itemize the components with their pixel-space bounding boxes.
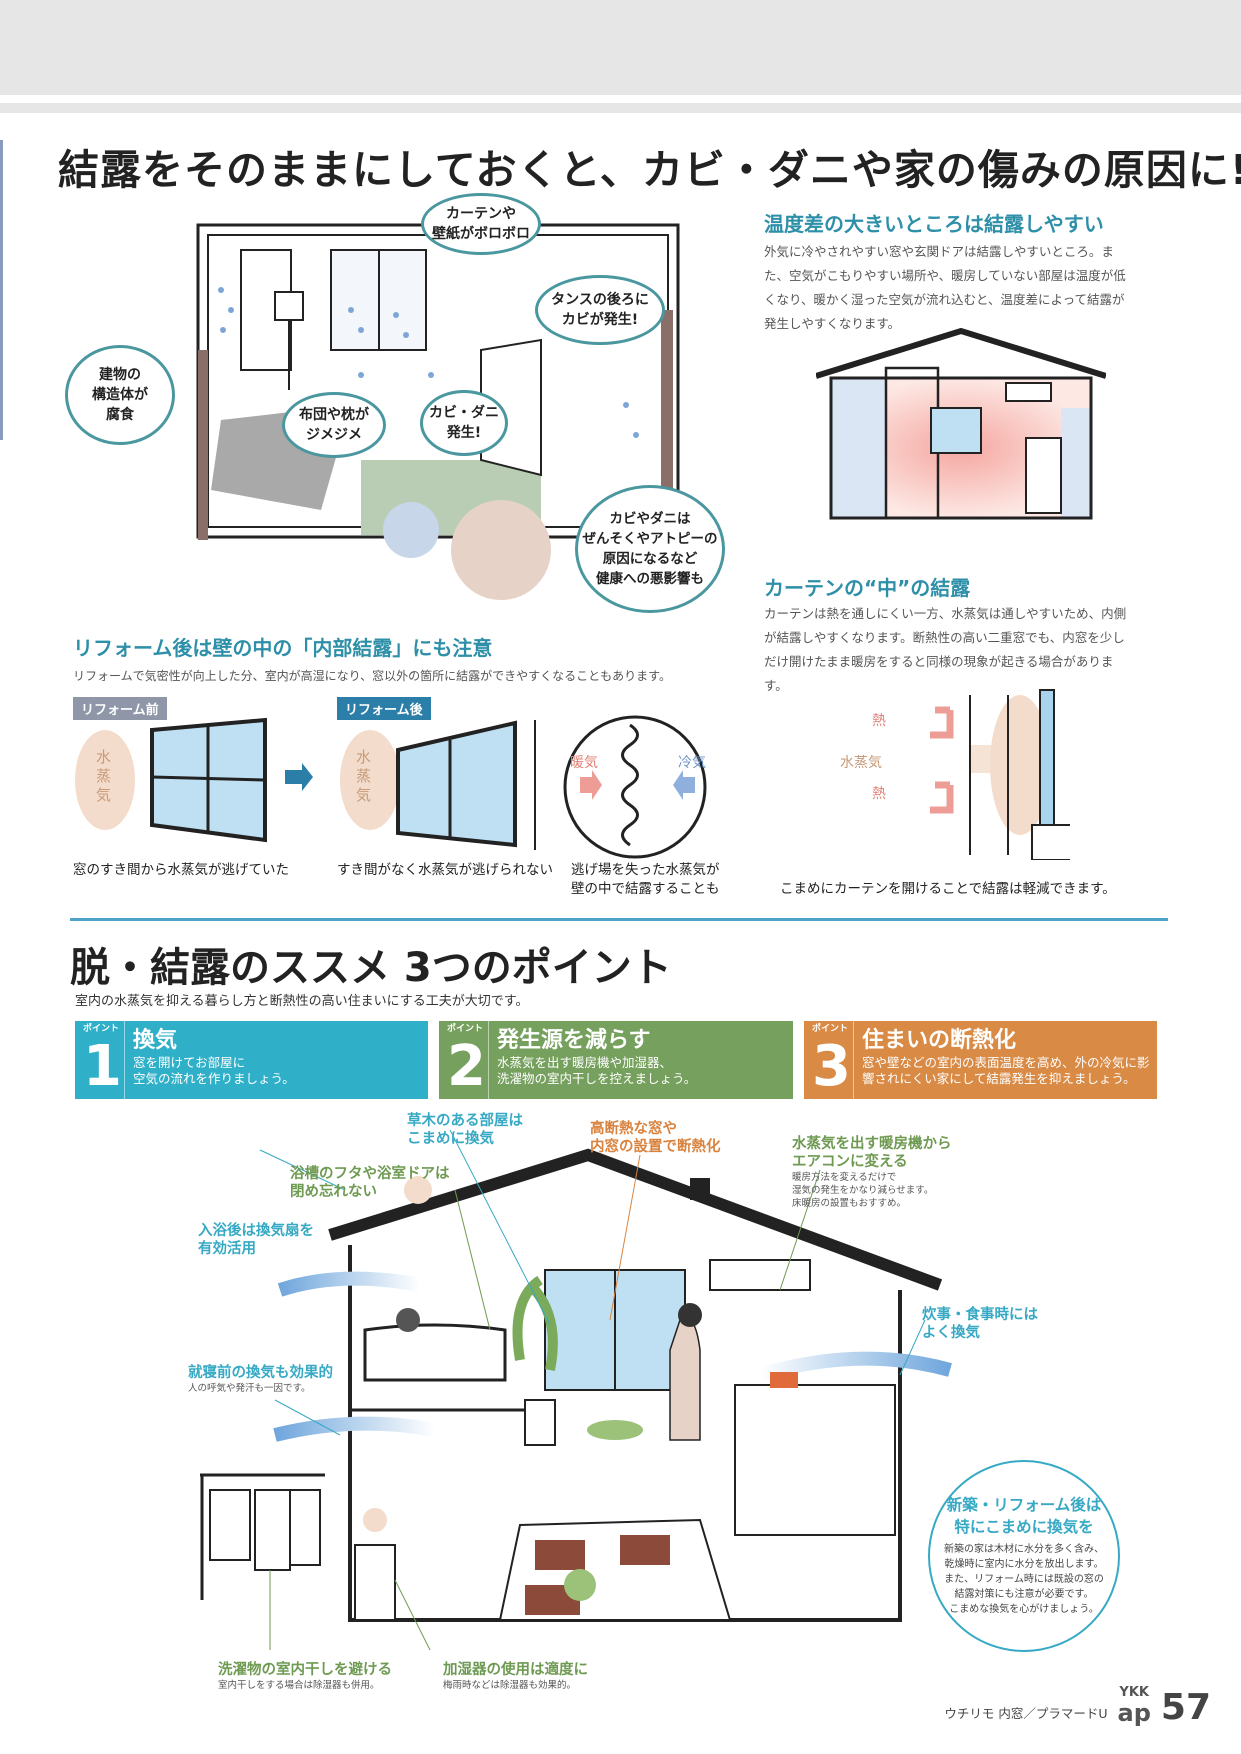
label-laundry-note: 室内干しをする場合は除湿器も併用。 bbox=[218, 1680, 380, 1691]
bubble-dresser: タンスの後ろに カビが発生! bbox=[535, 275, 665, 345]
after-tag: リフォーム後 bbox=[337, 697, 431, 720]
curtain-heading: カーテンの“中”の結露 bbox=[764, 576, 971, 600]
before-tag: リフォーム前 bbox=[73, 697, 167, 720]
bubble-futon: 布団や枕が ジメジメ bbox=[282, 392, 386, 458]
point-desc: 水蒸気を出す暖房機や加湿器、 洗濯物の室内干しを控えましょう。 bbox=[497, 1055, 697, 1086]
point-title: 住まいの断熱化 bbox=[862, 1028, 1017, 1053]
curtain-caption: こまめにカーテンを開けることで結露は軽減できます。 bbox=[780, 881, 1116, 897]
point-number: 3 bbox=[812, 1034, 851, 1099]
label-cooking: 炊事・食事時には よく換気 bbox=[922, 1307, 1038, 1341]
section-divider bbox=[70, 918, 1168, 921]
label-bedtime: 就寝前の換気も効果的人の呼気や発汗も一因です。 bbox=[188, 1364, 333, 1395]
reform-caption-2: すき間がなく水蒸気が逃げられない bbox=[337, 862, 553, 878]
top-divider bbox=[0, 103, 1241, 113]
label-humidifier-note: 梅雨時などは除湿器も効果的。 bbox=[443, 1680, 577, 1691]
point-number: 2 bbox=[447, 1034, 486, 1099]
warm-air-label: 暖気 bbox=[570, 755, 598, 771]
point-number: 1 bbox=[83, 1034, 122, 1099]
vapor-label: 水蒸気 bbox=[840, 755, 882, 771]
label-plants: 草木のある部屋は こまめに換気 bbox=[407, 1113, 523, 1147]
house-illustration bbox=[200, 1130, 952, 1650]
curtain-body: カーテンは熱を通しにくい一方、水蒸気は通しやすいため、内側が結露しやすくなります… bbox=[764, 606, 1127, 693]
curtain-diagram bbox=[930, 689, 1070, 860]
point-title: 換気 bbox=[133, 1028, 178, 1053]
bubble-structure: 建物の 構造体が 腐食 bbox=[65, 345, 175, 445]
top-band bbox=[0, 0, 1241, 95]
label-humidifier: 加湿器の使用は適度に梅雨時などは除湿器も効果的。 bbox=[443, 1661, 588, 1692]
label-laundry: 洗濯物の室内干しを避ける室内干しをする場合は除湿器も併用。 bbox=[218, 1661, 392, 1692]
label-bedtime-title: 就寝前の換気も効果的 bbox=[188, 1365, 333, 1381]
section-subtitle: 室内の水蒸気を抑える暮らし方と断熱性の高い住まいにする工夫が大切です。 bbox=[75, 994, 529, 1009]
label-bedtime-note: 人の呼気や発汗も一因です。 bbox=[188, 1383, 311, 1394]
label-bath-fan: 入浴後は換気扇を 有効活用 bbox=[198, 1223, 314, 1257]
label-bath-lid: 浴槽のフタや浴室ドアは 閉め忘れない bbox=[290, 1166, 450, 1200]
point-title: 発生源を減らす bbox=[497, 1028, 651, 1053]
house-cross-section bbox=[816, 328, 1106, 520]
point-kicker: ポイント bbox=[812, 1024, 849, 1034]
reform-heading: リフォーム後は壁の中の「内部結露」にも注意 bbox=[73, 636, 493, 660]
reform-diagram bbox=[75, 715, 707, 859]
bubble-mold: カビ・ダニ 発生! bbox=[420, 390, 508, 456]
footer-product: ウチリモ 内窓／プラマードU bbox=[944, 1706, 1108, 1721]
footer: ウチリモ 内窓／プラマードU YKK ap 57 bbox=[944, 1685, 1211, 1726]
label-heater: 水蒸気を出す暖房機から エアコンに変える暖房方法を変えるだけで 湿気の発生をかな… bbox=[792, 1135, 952, 1210]
reform-body: リフォームで気密性が向上した分、室内が高湿になり、窓以外の箇所に結露ができやすく… bbox=[73, 669, 671, 683]
reform-caption-3: 逃げ場を失った水蒸気が 壁の中で結露することも bbox=[571, 862, 720, 897]
heat-label: 熱 bbox=[872, 713, 886, 729]
label-heater-title: 水蒸気を出す暖房機から エアコンに変える bbox=[792, 1136, 952, 1170]
heat-label-2: 熱 bbox=[872, 786, 886, 802]
label-heater-note: 暖房方法を変えるだけで 湿気の発生をかなり減らせます。 床暖房の設置もおすすめ。 bbox=[792, 1172, 934, 1209]
temp-diff-heading: 温度差の大きいところは結露しやすい bbox=[764, 212, 1104, 236]
page-title: 結露をそのままにしておくと、カビ・ダニや家の傷みの原因に! bbox=[58, 146, 1241, 194]
vapor-before: 水 蒸 気 bbox=[96, 748, 112, 804]
reform-caption-1: 窓のすき間から水蒸気が逃げていた bbox=[73, 862, 289, 878]
point-desc: 窓を開けてお部屋に 空気の流れを作りましょう。 bbox=[133, 1055, 295, 1086]
ykk-ap-logo: YKK ap bbox=[1118, 1685, 1151, 1726]
ventilation-callout: 新築・リフォーム後は 特にこまめに換気を 新築の家は木材に水分を多く含み、 乾燥… bbox=[928, 1460, 1120, 1652]
section-title: 脱・結露のススメ 3つのポイント bbox=[70, 945, 672, 991]
vapor-after: 水 蒸 気 bbox=[356, 748, 372, 804]
label-laundry-title: 洗濯物の室内干しを避ける bbox=[218, 1662, 392, 1678]
point-kicker: ポイント bbox=[447, 1024, 484, 1034]
logo-top: YKK bbox=[1119, 1685, 1149, 1700]
cold-air-label: 冷気 bbox=[678, 755, 706, 771]
bubble-curtain: カーテンや 壁紙がボロボロ bbox=[421, 193, 541, 255]
logo-bottom: ap bbox=[1117, 1699, 1151, 1727]
point-kicker: ポイント bbox=[83, 1024, 120, 1034]
callout-title: 新築・リフォーム後は 特にこまめに換気を bbox=[946, 1496, 1102, 1536]
label-humidifier-title: 加湿器の使用は適度に bbox=[443, 1662, 588, 1678]
point-desc: 窓や壁などの室内の表面温度を高め、外の冷気に影 響されにくい家にして結露発生を抑… bbox=[862, 1055, 1150, 1086]
callout-body: 新築の家は木材に水分を多く含み、 乾燥時に室内に水分を放出します。 また、リフォ… bbox=[944, 1544, 1104, 1615]
side-marker bbox=[0, 140, 3, 440]
page-number: 57 bbox=[1160, 1687, 1211, 1728]
label-windows: 高断熱な窓や 内窓の設置で断熱化 bbox=[590, 1121, 721, 1155]
temp-diff-body: 外気に冷やされやすい窓や玄関ドアは結露しやすいところ。また、空気がこもりやすい場… bbox=[764, 244, 1126, 331]
bubble-health: カビやダニは ぜんそくやアトピーの 原因になるなど 健康への悪影響も bbox=[575, 485, 725, 613]
